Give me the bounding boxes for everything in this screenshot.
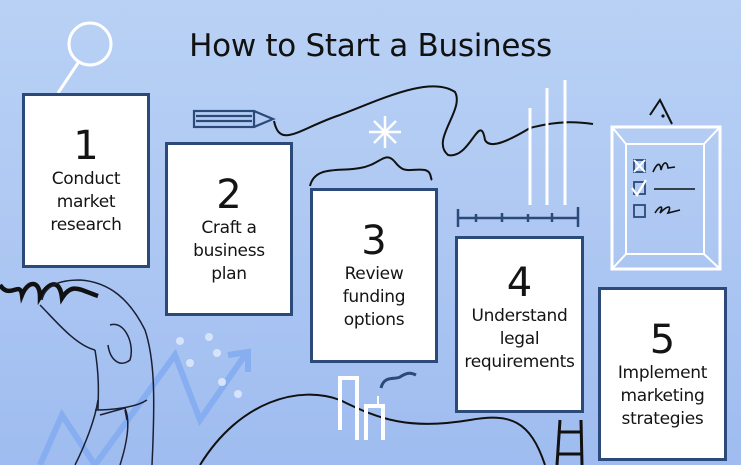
step-card-5: 5 Implement marketing strategies bbox=[598, 287, 727, 461]
step-card-4: 4 Understand legal requirements bbox=[455, 236, 584, 413]
step-number: 1 bbox=[73, 123, 99, 169]
step-number: 4 bbox=[506, 260, 533, 306]
step-label: Implement marketing strategies bbox=[617, 363, 708, 429]
person-stretching-illustration bbox=[39, 279, 155, 465]
dots bbox=[176, 333, 242, 398]
step-card-2: 2 Craft a business plan bbox=[165, 142, 293, 316]
step-label: Conduct market research bbox=[50, 169, 122, 235]
step-label: Understand legal requirements bbox=[464, 306, 575, 372]
ladder-icon bbox=[555, 419, 584, 465]
step-number: 3 bbox=[361, 218, 387, 264]
sparkle-icon bbox=[369, 116, 401, 148]
step-label: Review funding options bbox=[342, 264, 406, 330]
step-label: Craft a business plan bbox=[193, 218, 265, 284]
scribble-left bbox=[0, 281, 99, 306]
smoke-line bbox=[379, 371, 417, 389]
page-title: How to Start a Business bbox=[189, 28, 552, 64]
signature-line bbox=[273, 85, 594, 157]
pencil-icon bbox=[192, 109, 276, 129]
squiggle-line bbox=[309, 156, 433, 187]
step-card-3: 3 Review funding options bbox=[310, 188, 438, 363]
vertical-lines bbox=[528, 80, 567, 205]
step-number: 2 bbox=[216, 172, 242, 218]
ruler-icon bbox=[456, 207, 580, 227]
growth-arrow-icon bbox=[37, 348, 251, 465]
checklist-frame-icon bbox=[610, 98, 722, 271]
step-card-1: 1 Conduct market research bbox=[22, 93, 150, 268]
buildings-icon bbox=[338, 376, 385, 440]
step-number: 5 bbox=[649, 317, 676, 363]
